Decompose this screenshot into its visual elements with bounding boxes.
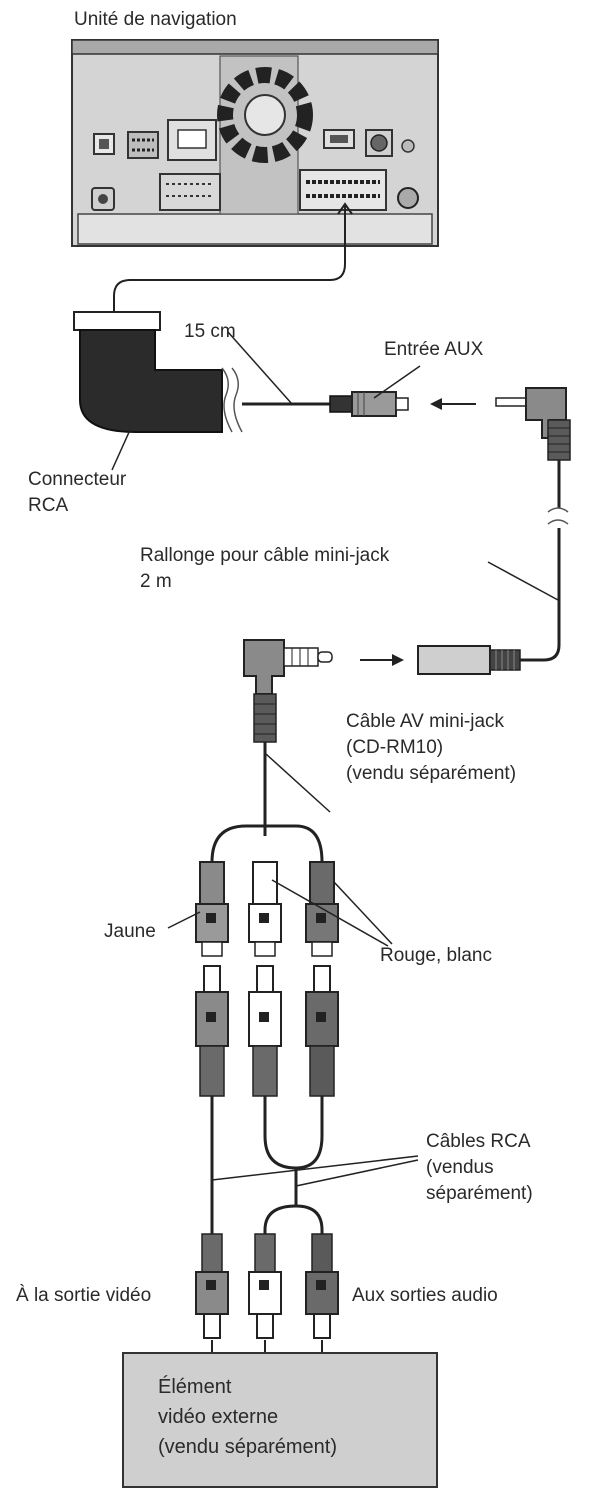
rca-cables-label-line1: Câbles RCA <box>426 1131 531 1152</box>
rca-connector-label-line1: Connecteur <box>28 469 127 490</box>
cable-length-label: 15 cm <box>184 321 236 342</box>
rca-cables-label-line2: (vendus <box>426 1157 494 1178</box>
rca-connector <box>73 311 409 433</box>
external-device-line3: (vendu séparément) <box>158 1436 337 1458</box>
audio-outputs-label: Aux sorties audio <box>352 1285 498 1306</box>
external-video-device: Élément vidéo externe (vendu séparément) <box>122 1352 438 1488</box>
arrow-left-icon <box>430 398 476 410</box>
av-cable-label-line1: Câble AV mini-jack <box>346 711 505 732</box>
av-cable-label-line2: (CD-RM10) <box>346 737 444 758</box>
extension-socket <box>417 645 521 675</box>
fan-icon <box>217 67 313 163</box>
navigation-unit-label: Unité de navigation <box>74 9 237 30</box>
rca-connector-label-line2: RCA <box>28 495 69 516</box>
unit-to-connector-cable <box>113 206 346 312</box>
rca-cables-label-line3: séparément) <box>426 1183 533 1204</box>
extension-label-line2: 2 m <box>140 571 172 592</box>
navigation-unit <box>71 39 439 247</box>
video-output-label: À la sortie vidéo <box>16 1285 152 1306</box>
aux-input-label: Entrée AUX <box>384 339 484 360</box>
rca-plugs-row2 <box>195 965 339 1097</box>
mini-jack-plug-left <box>243 639 333 743</box>
rca-plugs-row3 <box>195 1233 339 1339</box>
av-cable-label-line3: (vendu séparément) <box>346 763 517 784</box>
external-device-line2: vidéo externe <box>158 1406 279 1428</box>
mini-jack-plug-right <box>495 387 571 461</box>
yellow-label: Jaune <box>104 921 156 942</box>
red-white-label: Rouge, blanc <box>380 945 492 966</box>
rca-jacks-row1 <box>195 861 339 957</box>
extension-label-line1: Rallonge pour câble mini-jack <box>140 545 390 566</box>
arrow-right-icon <box>360 654 404 666</box>
external-device-line1: Élément <box>158 1376 232 1398</box>
